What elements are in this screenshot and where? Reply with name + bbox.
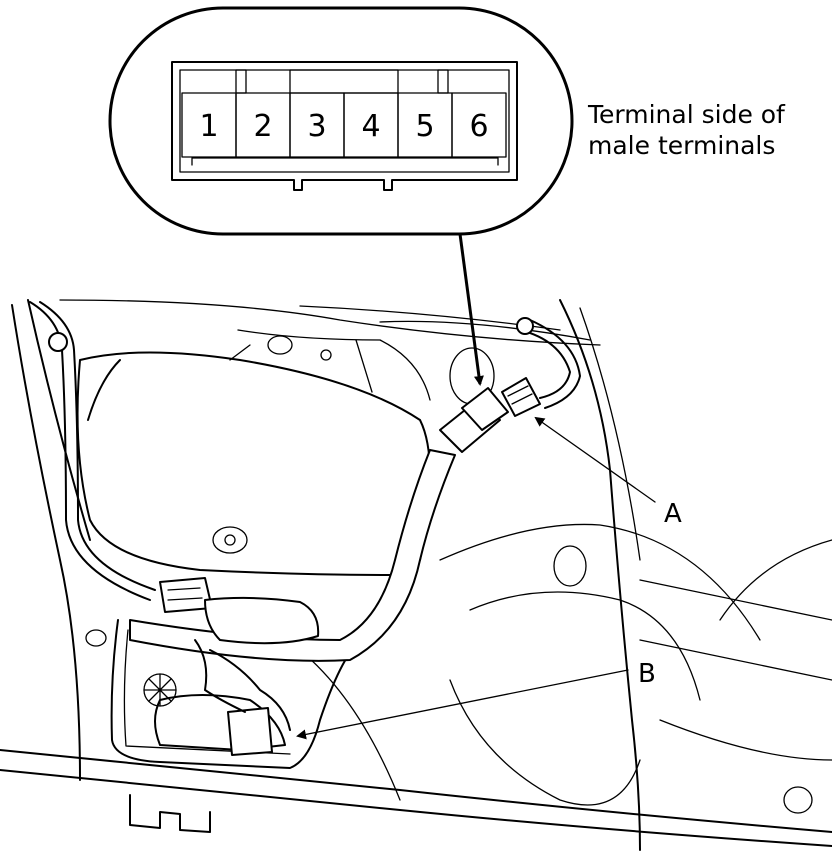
callout-b-leader <box>296 669 629 740</box>
wire-harness <box>29 301 581 662</box>
pin-1-label: 1 <box>199 109 218 144</box>
pin-2-label: 2 <box>253 109 272 144</box>
callout-a-label: A <box>664 499 682 529</box>
pin-6-label: 6 <box>469 109 488 144</box>
pin-5-label: 5 <box>415 109 434 144</box>
pin-4-label: 4 <box>361 109 380 144</box>
inset-caption-line2: male terminals <box>588 131 775 160</box>
callout-a-leader <box>534 416 656 503</box>
pin-3-label: 3 <box>307 109 326 144</box>
door-inner-panel <box>0 299 832 851</box>
callout-b-label: B <box>638 659 656 689</box>
regulator-motor <box>143 577 320 756</box>
inset-leader-arrow <box>458 233 484 386</box>
inset-caption-line1: Terminal side of <box>587 100 786 129</box>
connector-a <box>439 377 541 453</box>
connector-inset: 1 2 3 4 5 6 <box>108 6 574 236</box>
